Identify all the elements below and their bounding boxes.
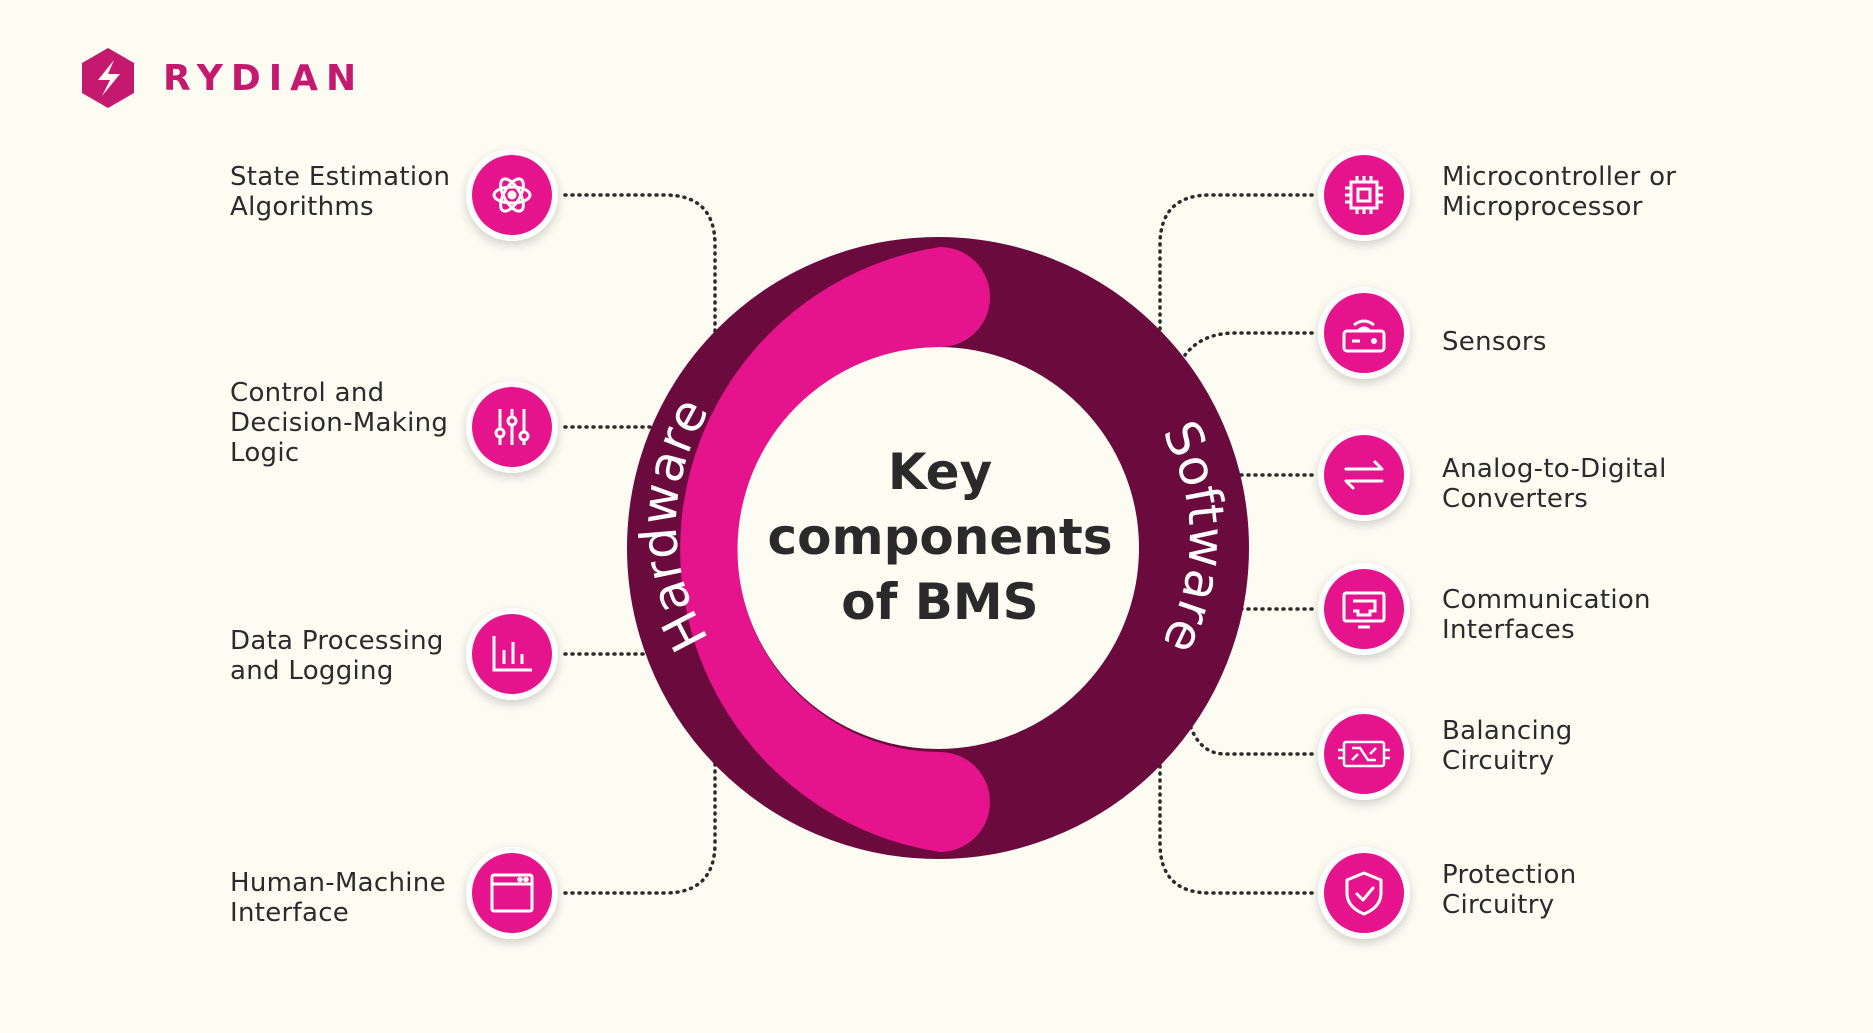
window-icon: [490, 873, 534, 913]
label-control-logic: Control and Decision-Making Logic: [230, 378, 448, 468]
connector-right-2: [1183, 331, 1314, 357]
badge-adc: [1318, 429, 1410, 521]
diagram-title: Key components of BMS: [735, 440, 1145, 635]
ring-hardware-segment: [680, 247, 990, 852]
ring-center-disc: [738, 348, 1138, 748]
label-line: Balancing: [1442, 716, 1573, 746]
brand-wordmark: RYDIAN: [163, 58, 365, 99]
label-line: Interfaces: [1442, 615, 1575, 645]
label-line: Circuitry: [1442, 890, 1555, 920]
label-line: Human-Machine: [230, 868, 446, 898]
badge-sensors: [1318, 287, 1410, 379]
label-line: Communication: [1442, 585, 1651, 615]
badge-microcontroller: [1318, 149, 1410, 241]
label-line: Analog-to-Digital: [1442, 454, 1667, 484]
sensor-icon: [1342, 319, 1386, 353]
badge-data-processing: [466, 608, 558, 700]
label-state-estimation: State Estimation Algorithms: [230, 162, 450, 222]
label-line: Decision-Making: [230, 408, 449, 438]
sliders-icon: [494, 409, 530, 445]
label-microcontroller: Microcontroller or Microprocessor: [1442, 162, 1676, 222]
connector-right-6: [1158, 753, 1314, 895]
badge-state-estimation: [466, 149, 558, 241]
badge-communication: [1318, 563, 1410, 655]
circuit-board-icon: [1338, 740, 1390, 768]
connector-lines: [563, 193, 1314, 895]
label-sensors: Sensors: [1442, 327, 1547, 357]
label-line: and Logging: [230, 656, 394, 686]
label-line: Data Processing: [230, 626, 444, 656]
title-line-3: of BMS: [841, 573, 1039, 631]
network-port-icon: [1342, 591, 1386, 629]
title-line-2: components: [767, 508, 1113, 566]
connector-right-5: [1188, 723, 1314, 756]
bms-ring: Hardware Software: [627, 237, 1249, 859]
label-line: Converters: [1442, 484, 1589, 514]
label-line: Microcontroller or: [1442, 162, 1677, 192]
atom-icon: [492, 177, 532, 213]
shield-check-icon: [1345, 871, 1383, 916]
title-line-1: Key: [887, 443, 993, 501]
label-line: Protection: [1442, 860, 1577, 890]
label-adc: Analog-to-Digital Converters: [1442, 454, 1667, 514]
label-data-processing: Data Processing and Logging: [230, 626, 444, 686]
rydian-logo-icon: [82, 48, 134, 108]
label-line: Sensors: [1442, 327, 1547, 357]
label-line: Circuitry: [1442, 746, 1555, 776]
connector-left-1: [563, 193, 717, 337]
label-protection: Protection Circuitry: [1442, 860, 1577, 920]
badge-control-logic: [466, 381, 558, 473]
label-line: State Estimation: [230, 162, 451, 192]
chip-icon: [1345, 176, 1383, 214]
label-hmi: Human-Machine Interface: [230, 868, 446, 928]
label-balancing: Balancing Circuitry: [1442, 716, 1573, 776]
label-line: Control and: [230, 378, 385, 408]
badge-hmi: [466, 847, 558, 939]
connector-right-1: [1158, 193, 1314, 337]
swap-arrows-icon: [1344, 460, 1384, 490]
label-communication: Communication Interfaces: [1442, 585, 1651, 645]
label-line: Interface: [230, 898, 350, 928]
connector-left-4: [563, 753, 717, 895]
label-line: Microprocessor: [1442, 192, 1643, 222]
badge-balancing: [1318, 708, 1410, 800]
label-line: Algorithms: [230, 192, 374, 222]
badge-protection: [1318, 847, 1410, 939]
bar-chart-icon: [492, 636, 532, 672]
label-line: Logic: [230, 438, 300, 468]
